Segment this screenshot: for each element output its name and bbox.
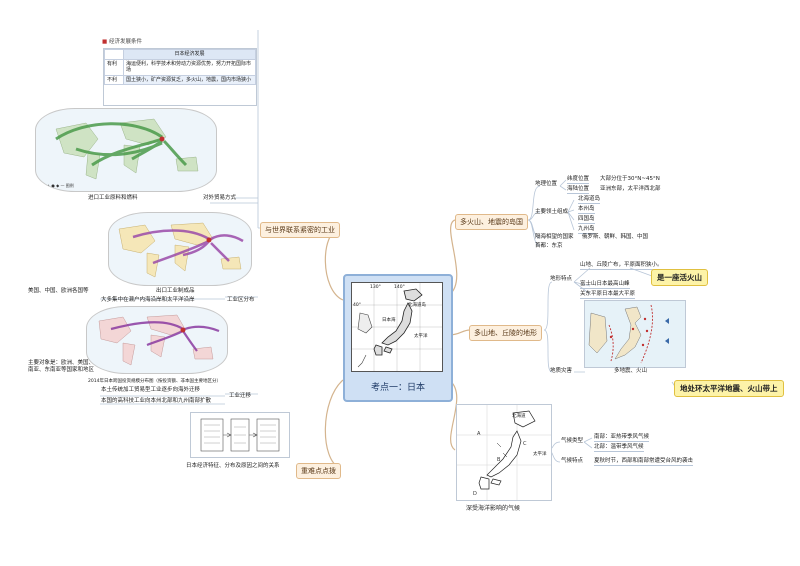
distribution-label: 工业区分布 [227,297,255,303]
branch-difficult [324,379,344,469]
svg-text:A: A [477,431,481,437]
svg-text:B: B [497,457,501,463]
econ-row-key: 有利 [104,58,124,76]
climate-feature-label: 气候特点 [561,458,584,464]
topic-industry[interactable]: 与世界联系紧密的工业 [260,222,340,238]
export-caption: 出口工业制成品 [156,288,195,294]
hightech-text: 本国的高科技工业向本州北部和九州南部扩散 [101,398,212,404]
export-map [108,212,252,286]
climate-hokkaido-label: 北海道 [512,414,526,419]
branch-industry [324,227,344,301]
econ-header-text: 经济发展条件 [108,39,142,45]
pacific-belt-highlight: 地处环太平洋地震、火山带上 [674,380,784,397]
econ-row-key: 不利 [104,74,124,85]
svg-text:D: D [473,491,477,497]
island-item: 北海道岛 [578,196,601,204]
neighbors-label: 隔海相望的国家 [535,234,574,240]
topic-mountains[interactable]: 多山地、丘陵的地形 [469,325,542,341]
econ-title: 日本经济发展 [123,49,256,60]
kanto-text: 关东平原日本最大平原 [580,291,636,299]
svg-text:C: C [523,441,527,447]
hokkaido-label: 北海道岛 [408,303,426,308]
sea-value: 亚洲东部，太平洋西北部 [600,186,661,192]
relation-caption: 日本经济特征、分布及原因之间的关系 [186,463,280,469]
sea-label: 海陆位置 [567,186,590,194]
main-islands-label: 主要领土组成 [535,209,569,215]
econ-corner [104,49,124,60]
trade-label: 对外贸易方式 [203,195,237,201]
disaster-label: 地质灾害 [550,368,573,374]
relocation-targets: 主要对象是：欧洲、美国、南亚、东南亚等国家和地区 [28,360,95,373]
terrain-text: 山地、丘陵广布，平原面积狭小。 [580,262,663,270]
lat-value: 大部分位于30°N~45°N [600,176,660,182]
neighbors-value: 俄罗斯、朝鲜、韩国、中国 [582,234,649,240]
lat-label-40: 40° [353,303,361,308]
earthquake-map [584,300,686,368]
relocation-map-note: 2014年日本跨国投资规模分布图（按投资额、非本国主要地区分） [88,379,221,384]
relocation-label: 工业迁移 [229,393,252,399]
econ-table: 日本经济发展 有利 海运便利，科学技术和劳动力资源优势，努力开拓国际市场 不利 … [104,49,256,85]
relation-diagram [190,412,290,458]
climate-south: 南部：亚热带季风气候 [594,434,650,442]
econ-row-value: 海运便利，科学技术和劳动力资源优势，努力开拓国际市场 [123,58,256,76]
pacific-label: 太平洋 [414,334,428,339]
lon-label-140: 140° [394,285,405,290]
location-label: 地理位置 [535,181,558,187]
econ-header-tag: ■ 经济发展条件 [102,39,142,46]
relocation-map [86,306,228,374]
island-item: 九州岛 [578,226,595,234]
import-caption: 进口工业原料和燃料 [88,195,138,201]
distribution-text: 大多集中在濑户内海沿岸和太平洋沿岸 [101,297,195,303]
topic-islands[interactable]: 多火山、地震的岛国 [455,214,528,230]
japan-map: 130° 140° 40° 北海道岛 日本海 太平洋 [351,282,443,372]
earthquake-caption: 多地震、火山 [614,368,648,374]
branch-islands [448,219,458,296]
relocate-main-text: 本土传统加工贸易型工业逐步向海外迁移 [101,387,201,393]
topic-difficult[interactable]: 重难点点拨 [296,463,341,479]
capital-text: 首都：东京 [535,243,563,249]
fuji-text: 富士山日本最高山峰 [580,281,630,289]
volcano-highlight: 是一座活火山 [651,269,708,286]
import-map: ■ ▲ ● ◆ — 图例 [35,108,217,192]
climate-feature: 夏秋时节，西部和南部常遭受台风的袭击 [594,458,694,466]
econ-table-card: ■ 经济发展条件 日本经济发展 有利 海运便利，科学技术和劳动力资源优势，努力开… [102,39,257,106]
sea-of-japan-label: 日本海 [382,318,396,323]
climate-map: A B C D 北海道 太平洋 [456,404,552,501]
partners-text: 美国、中国、欧洲各国等 [28,288,89,294]
central-title: 考点一：日本 [370,383,425,393]
island-item: 本州岛 [578,206,595,214]
climate-type-label: 气候类型 [561,438,584,444]
lat-label: 纬度位置 [567,176,590,184]
econ-row-value: 国土狭小，矿产资源贫乏，多火山，地震，国内市场狭小 [123,74,256,85]
branch-climate [448,379,458,451]
climate-pacific-label: 太平洋 [533,452,547,457]
lon-label-130: 130° [370,285,381,290]
svg-text:■ ▲ ● ◆ — 图例: ■ ▲ ● ◆ — 图例 [42,182,74,188]
topic-climate[interactable]: 深受海洋影响的气候 [466,505,521,512]
climate-north: 北部：温带季风气候 [594,444,644,452]
central-topic[interactable]: 130° 140° 40° 北海道岛 日本海 太平洋 考点一：日本 [343,274,453,402]
bullet-icon: ■ [102,39,108,45]
terrain-label: 地形特点 [550,276,573,282]
island-item: 四国岛 [578,216,595,224]
